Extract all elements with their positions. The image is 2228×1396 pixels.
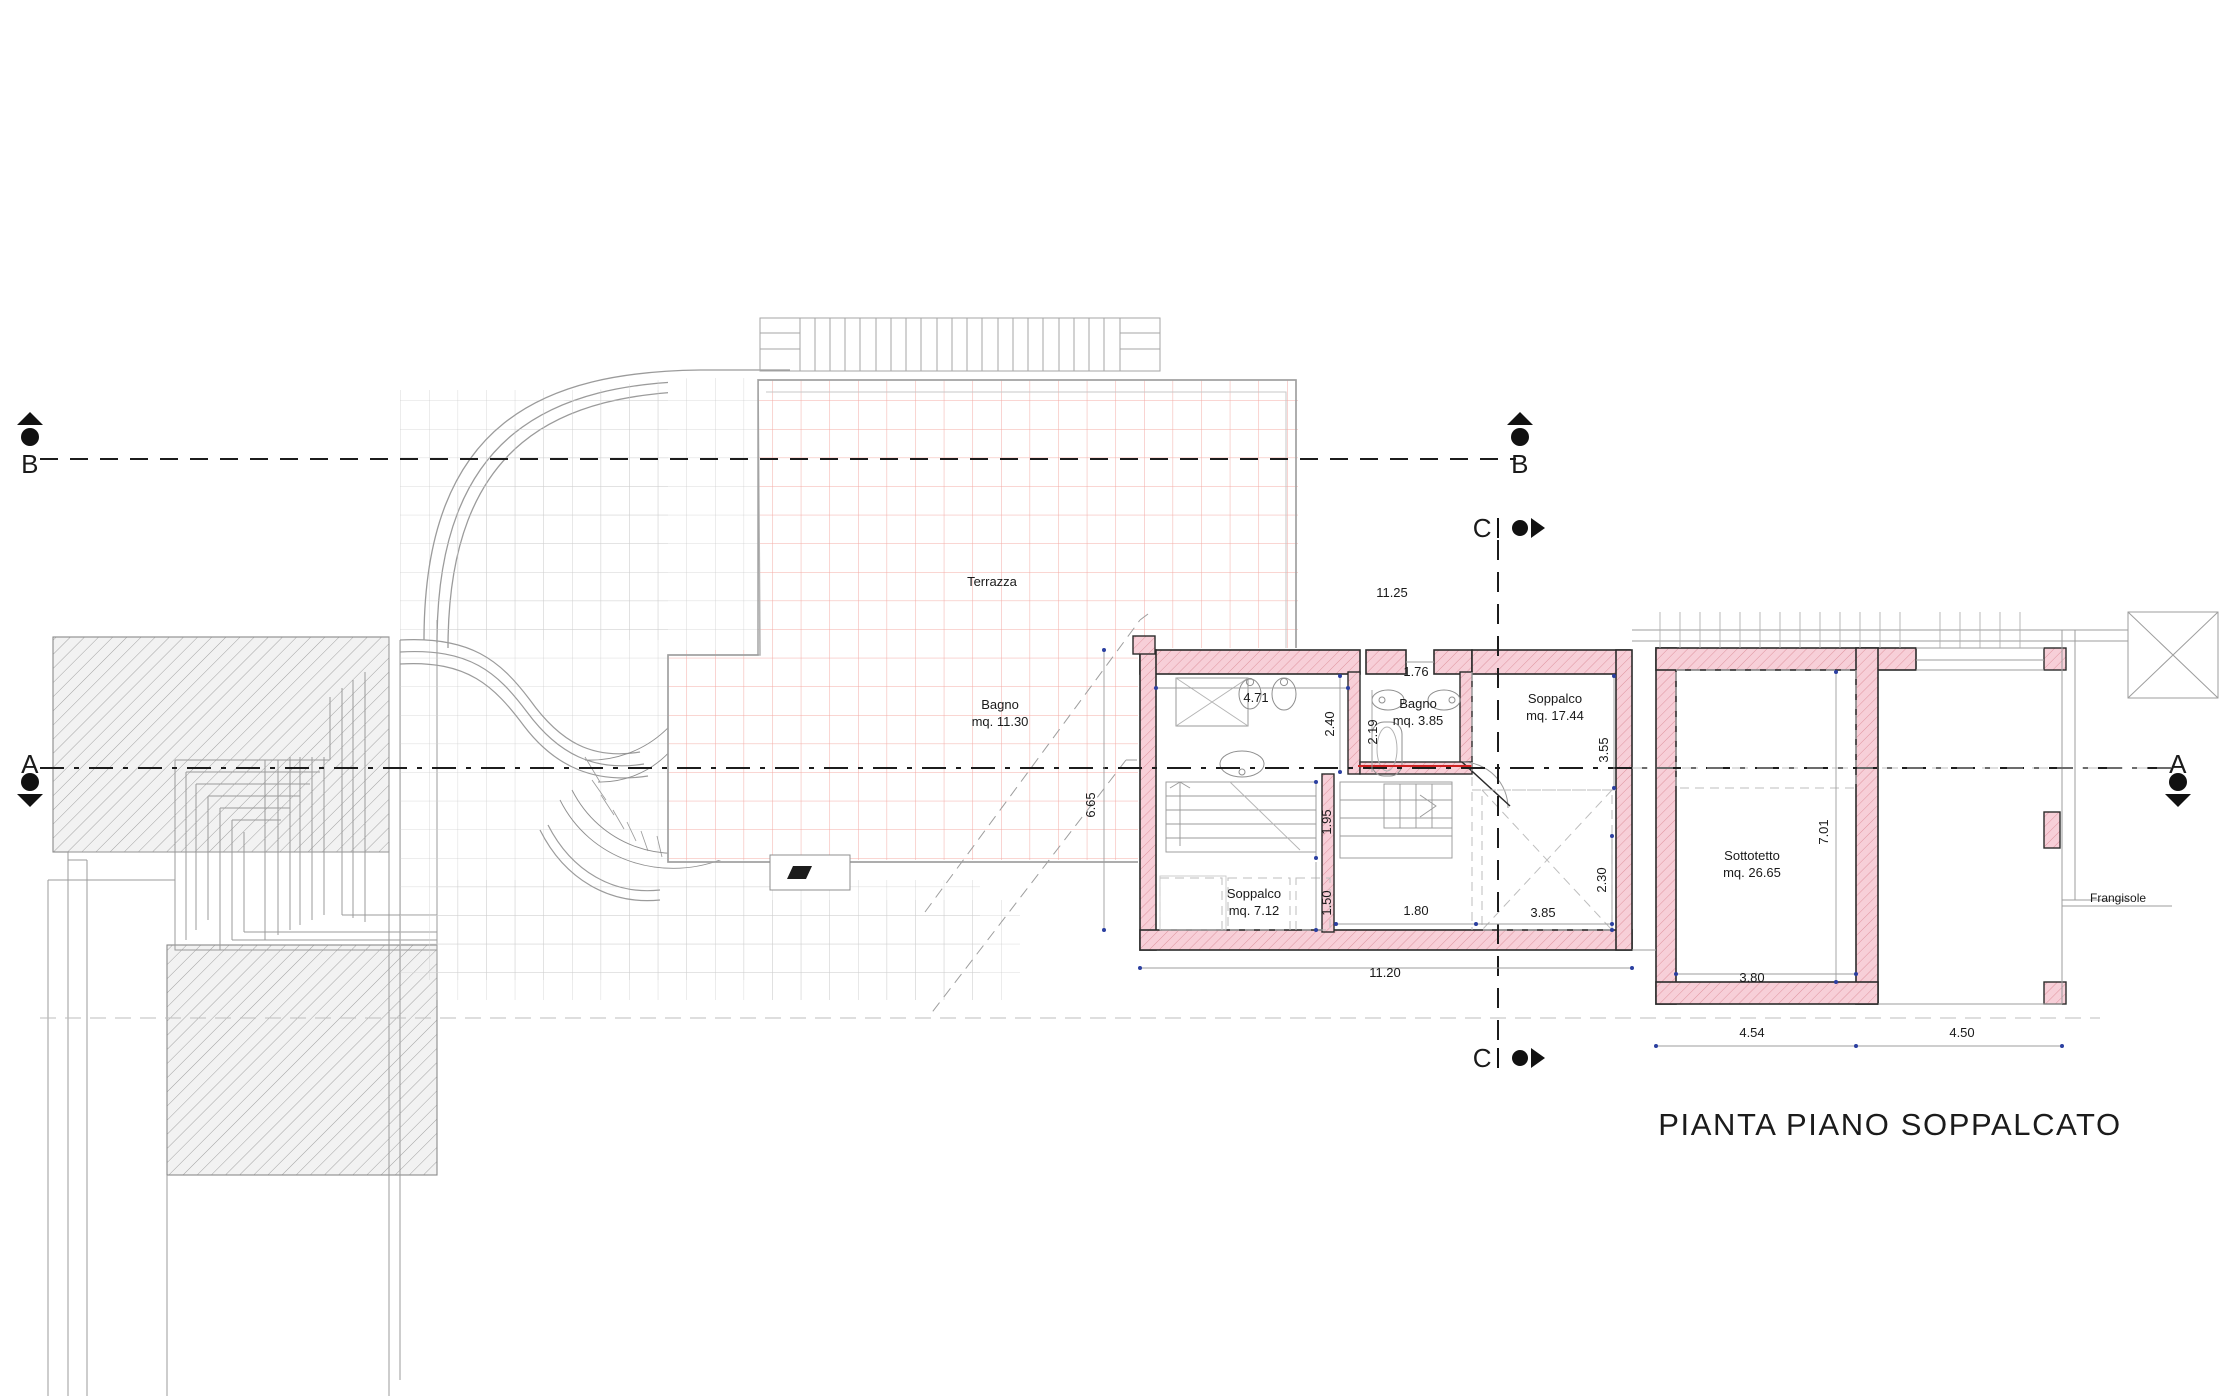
section-marker-b-right xyxy=(1507,412,1533,446)
section-marker-c-top xyxy=(1497,518,1545,538)
room-label-bagno-1130-area: mq. 11.30 xyxy=(972,714,1029,729)
drawing-title: PIANTA PIANO SOPPALCATO xyxy=(1658,1107,2121,1142)
dimension-4-54: 4.54 xyxy=(1739,1025,1764,1040)
frangisole-slats xyxy=(1659,612,2021,648)
dimension-3-80: 3.80 xyxy=(1739,970,1764,985)
dimension-1-76: 1.76 xyxy=(1403,664,1428,679)
dimension-2-30: 2.30 xyxy=(1594,867,1609,892)
dimension-6-65: 6.65 xyxy=(1083,792,1098,817)
section-label-a-left: A xyxy=(21,749,39,779)
curved-wall-sweep xyxy=(399,638,661,902)
section-guides xyxy=(40,767,2172,1019)
section-marker-a-left xyxy=(17,773,43,807)
dimension-11-20: 11.20 xyxy=(1369,965,1401,980)
section-marker-c-bottom xyxy=(1497,1048,1545,1068)
dimension-3-85: 3.85 xyxy=(1530,905,1555,920)
section-marker-b-left xyxy=(17,412,43,446)
site-context-left xyxy=(47,620,438,1396)
dimension-lines xyxy=(1103,650,2062,1047)
terrace-fixture xyxy=(769,854,851,891)
room-label-sottotetto-name: Sottotetto xyxy=(1724,848,1780,863)
room-label-soppalco-1744-area: mq. 17.44 xyxy=(1526,708,1584,723)
opening-symbols xyxy=(1159,875,1227,931)
annotation-frangisole: Frangisole xyxy=(2090,891,2146,905)
room-label-soppalco-1744-name: Soppalco xyxy=(1528,691,1582,706)
room-label-bagno-1130-name: Bagno xyxy=(981,697,1019,712)
dimension-1-80: 1.80 xyxy=(1403,903,1428,918)
room-label-soppalco-712-name: Soppalco xyxy=(1227,886,1281,901)
room-label-bagno-385-area: mq. 3.85 xyxy=(1393,713,1444,728)
section-label-b-left: B xyxy=(21,449,39,479)
room-label-soppalco-712-area: mq. 7.12 xyxy=(1229,903,1280,918)
dimension-4-71: 4.71 xyxy=(1243,690,1268,705)
interior-staircase xyxy=(1165,781,1453,859)
dimension-4-50: 4.50 xyxy=(1949,1025,1974,1040)
dimension-2-19: 2.19 xyxy=(1365,719,1380,744)
room-label-terrazza: Terrazza xyxy=(967,574,1018,589)
section-marker-a-right xyxy=(2165,773,2191,807)
section-label-c-top: C xyxy=(1473,513,1492,543)
dimension-11-25: 11.25 xyxy=(1376,585,1408,600)
building-walls xyxy=(1132,635,2067,1005)
dimension-ticks xyxy=(1102,648,2064,1048)
dimension-2-40: 2.40 xyxy=(1322,711,1337,736)
interior-fixtures xyxy=(1175,677,1511,809)
room-label-sottotetto-area: mq. 26.65 xyxy=(1723,865,1781,880)
section-label-c-bottom: C xyxy=(1473,1043,1492,1073)
section-label-a-right: A xyxy=(2169,749,2187,779)
dimension-1-95: 1.95 xyxy=(1319,809,1334,834)
section-label-b-right: B xyxy=(1511,449,1529,479)
dimension-7-01: 7.01 xyxy=(1816,819,1831,844)
roof-slats-top xyxy=(759,317,1161,372)
dimension-1-50: 1.50 xyxy=(1319,890,1334,915)
room-label-bagno-385-name: Bagno xyxy=(1399,696,1437,711)
dimension-3-55: 3.55 xyxy=(1596,737,1611,762)
